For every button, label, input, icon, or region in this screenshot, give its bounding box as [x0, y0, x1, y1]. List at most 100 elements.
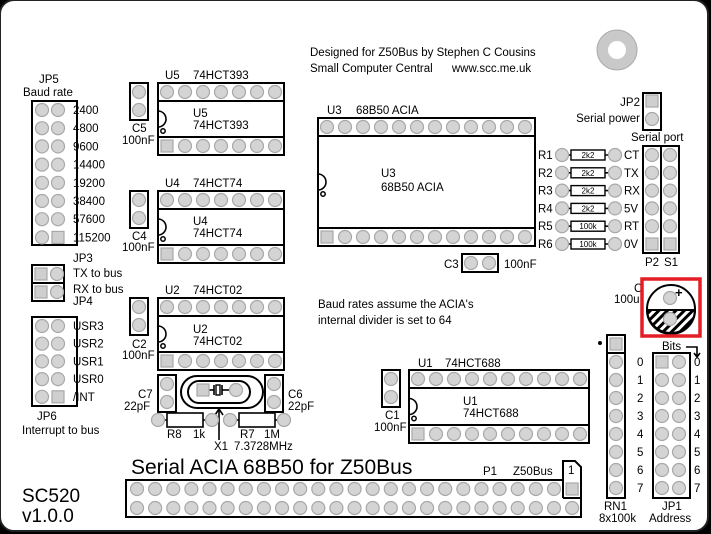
u3-pin — [355, 229, 371, 245]
u4-pin — [267, 246, 283, 262]
u3-pin — [320, 230, 334, 244]
jp1-bit-label: 4 — [694, 429, 701, 441]
u2-pin — [159, 299, 175, 315]
u5-pin — [231, 84, 247, 100]
s1-pin — [662, 147, 678, 163]
p2-pin — [644, 147, 660, 163]
pad — [50, 336, 66, 351]
u4-pin — [177, 192, 193, 208]
p1-pin — [148, 481, 163, 497]
u3-pin — [463, 119, 479, 135]
p1-ref: P1 — [483, 466, 497, 478]
s1-pin — [662, 183, 678, 198]
u2-part: 74HCT02 — [193, 285, 242, 297]
c2-outline — [129, 297, 149, 336]
p1-pin — [401, 500, 417, 516]
credit-line-1: Designed for Z50Bus by Stephen C Cousins — [310, 47, 536, 59]
rn1-pin — [609, 337, 623, 351]
u3-part: 68B50 ACIA — [356, 105, 419, 117]
pad — [607, 165, 623, 180]
pad — [49, 284, 65, 300]
p1-pin — [274, 500, 290, 516]
u3-pin — [427, 229, 443, 245]
pad — [34, 121, 50, 136]
u2-pin — [231, 299, 247, 315]
pad — [204, 412, 220, 428]
u2-pin — [249, 299, 265, 315]
u4-part: 74HCT74 — [193, 178, 243, 190]
p1-pin — [347, 500, 362, 516]
pad — [662, 311, 678, 327]
u5-pin1-dot — [160, 128, 166, 134]
pad — [554, 201, 570, 216]
u3-pin — [463, 229, 479, 245]
u5-ref: U5 — [165, 70, 180, 82]
u3-pin — [391, 229, 407, 245]
u5-pin — [213, 84, 229, 100]
c4-outline — [129, 190, 149, 229]
pad — [50, 157, 66, 172]
p1-pin — [184, 500, 199, 516]
jp5-rate-label: 14400 — [73, 160, 105, 172]
u5-pin — [249, 138, 265, 154]
pad — [131, 84, 147, 100]
c8-ref: C — [634, 283, 642, 295]
credit-line-2: Small Computer Central www.scc.me.uk — [310, 63, 531, 75]
mounting-hole-center — [608, 41, 626, 59]
jp3-label: TX to bus — [73, 268, 122, 280]
jp1-ref: JP1 — [662, 501, 682, 513]
rn1-pin — [608, 480, 624, 496]
u5-pin — [160, 139, 174, 153]
jp5-rate-label: 9600 — [73, 141, 99, 153]
u1-pin — [410, 371, 426, 387]
p1-pin — [293, 500, 308, 516]
c5-outline — [129, 82, 149, 121]
pad — [607, 183, 623, 198]
u4-ref: U4 — [165, 178, 180, 190]
resistor-body — [570, 202, 606, 215]
p1-pin — [438, 500, 453, 516]
p1-pin — [311, 500, 326, 516]
jp1-pin — [671, 372, 687, 388]
c6-value: 22pF — [288, 401, 314, 413]
resistor-ref: R3 — [538, 186, 553, 198]
p2-ref: P2 — [645, 257, 659, 269]
u4-pin — [195, 192, 211, 208]
pad — [34, 389, 50, 404]
u3-body-ref: U3 — [381, 168, 396, 180]
c8-polarity: + — [675, 285, 683, 300]
p1-pin — [220, 481, 235, 497]
u3-pin1-dot — [320, 191, 326, 197]
jp5-rate-label: 115200 — [73, 232, 111, 244]
u2-pin1-dot — [160, 343, 166, 349]
resistor-value: 2k2 — [582, 169, 595, 178]
resistor-body — [570, 167, 606, 179]
jp5-rate-label: 4800 — [73, 123, 99, 135]
p1-pin — [546, 500, 562, 516]
u4-pin — [249, 192, 265, 208]
u5-pin — [177, 138, 193, 154]
resistor-body — [570, 220, 606, 232]
rn1-bit-label: 5 — [637, 447, 643, 459]
p1-pin — [347, 481, 362, 497]
u1-pin — [536, 371, 552, 387]
jp1-bit-label: 2 — [694, 393, 700, 405]
u4-pin — [249, 246, 265, 262]
p1-pin — [565, 500, 580, 516]
p1-pin — [419, 500, 435, 516]
serial-port-label: Serial port — [631, 132, 684, 144]
jp2-ref: JP2 — [620, 97, 640, 109]
note-line-2: internal divider is set to 64 — [318, 315, 452, 327]
u2-pin — [267, 353, 283, 369]
u1-part: 74HCT688 — [445, 358, 501, 370]
jp4-ref: JP4 — [73, 296, 93, 308]
jp6-signal-label: USR1 — [73, 356, 104, 368]
u3-pin — [391, 119, 407, 135]
rn1-pin — [608, 444, 624, 460]
pad — [463, 255, 479, 271]
x1-inner-outline — [187, 380, 251, 404]
p1-pin — [274, 481, 290, 497]
u5-pin — [267, 138, 283, 154]
pad — [50, 102, 66, 118]
